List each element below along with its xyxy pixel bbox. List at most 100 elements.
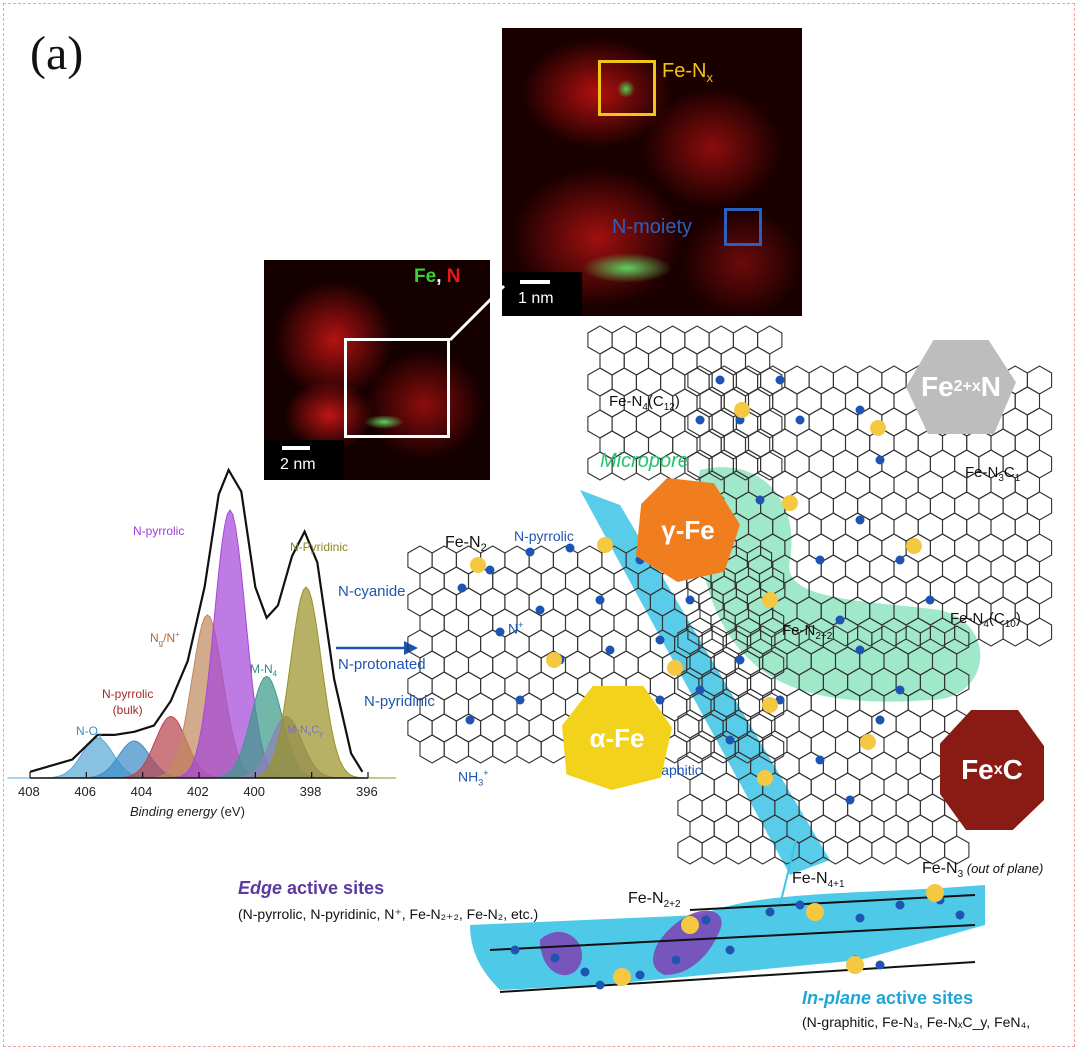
lattice-hex xyxy=(893,428,919,458)
label-n-pyrrolic: N-pyrrolic xyxy=(514,528,574,544)
n-site-dot xyxy=(875,715,885,725)
lattice-hex xyxy=(540,608,567,638)
inplane-sites-list: (N-graphitic, Fe-N₃, Fe-NₓC_y, FeN₄, xyxy=(802,1014,1031,1030)
micropore-region xyxy=(696,467,981,702)
lattice-hex xyxy=(832,365,859,395)
lattice-hex xyxy=(966,512,992,542)
xps-tick-label: 400 xyxy=(243,784,266,799)
lattice-hex xyxy=(589,608,615,638)
lattice-hex xyxy=(990,554,1016,584)
lattice-hex xyxy=(504,545,530,575)
n-site-dot xyxy=(845,795,855,805)
lattice-hex xyxy=(540,566,567,596)
lattice-hex xyxy=(808,407,834,437)
lattice-hex xyxy=(941,554,968,584)
lattice-hex xyxy=(919,793,946,823)
lattice-hex xyxy=(871,793,897,823)
lattice-hex xyxy=(907,772,934,802)
lattice-hex xyxy=(732,325,759,355)
lattice-hex xyxy=(954,533,980,563)
lattice-hex xyxy=(431,629,457,659)
bottom-n-dot xyxy=(635,970,645,980)
bottom-n-dot xyxy=(510,945,520,955)
lattice-hex xyxy=(1014,386,1041,416)
sheet-line-1 xyxy=(489,924,976,951)
n-site-dot xyxy=(605,645,615,655)
lattice-hex xyxy=(847,709,873,739)
lattice-hex xyxy=(516,566,542,596)
lattice-hex xyxy=(455,671,482,701)
element-legend: Fe, N xyxy=(414,266,461,287)
lattice-hex xyxy=(407,587,433,617)
lattice-hex xyxy=(869,470,895,500)
scalebar-main-text: 1 nm xyxy=(518,290,554,307)
fe-site-dot xyxy=(782,495,798,511)
lattice-hex xyxy=(881,365,907,395)
label-n-cyanide: N-cyanide xyxy=(338,583,406,600)
lattice-hex xyxy=(834,730,861,760)
lattice-hex xyxy=(577,545,603,575)
lattice-hex xyxy=(832,491,859,521)
lattice-hex xyxy=(820,512,847,542)
lattice-hex xyxy=(1002,575,1028,605)
peak-label-mnxcy: M-NxCy xyxy=(287,724,323,739)
lattice-hex xyxy=(613,650,639,680)
lattice-hex xyxy=(431,587,457,617)
lattice-hex xyxy=(672,346,698,376)
xps-chart xyxy=(7,467,418,779)
n-site-dot xyxy=(457,583,467,593)
lattice-hex xyxy=(443,692,470,722)
lattice-hex xyxy=(660,367,686,397)
lattice-hex xyxy=(1014,554,1041,584)
lattice-hex xyxy=(467,608,494,638)
fe-site-dot xyxy=(667,660,683,676)
lattice-hex xyxy=(929,449,956,479)
peak-label-ng: Ng/N+ xyxy=(150,630,180,648)
n-site-dot xyxy=(755,495,765,505)
lattice-hex xyxy=(587,325,613,355)
lattice-hex xyxy=(677,835,703,865)
lattice-hex xyxy=(772,428,798,458)
n-site-dot xyxy=(735,655,745,665)
lattice-hex xyxy=(941,512,968,542)
lattice-hex xyxy=(808,365,834,395)
edge-sites-title: Edge active sites xyxy=(238,878,385,898)
bottom-n-dot xyxy=(855,913,865,923)
lattice-hex xyxy=(774,709,800,739)
lattice-hex xyxy=(480,713,506,743)
lattice-hex xyxy=(808,491,834,521)
lattice-hex xyxy=(528,713,554,743)
lattice-hex xyxy=(1014,428,1041,458)
lattice-hex xyxy=(455,587,482,617)
lattice-hex xyxy=(528,671,554,701)
lattice-hex xyxy=(757,451,783,481)
n-site-dot xyxy=(695,685,705,695)
lattice-hex xyxy=(929,533,956,563)
lattice-hex xyxy=(810,730,837,760)
label-n-pyridinic: N-pyridinic xyxy=(364,693,435,710)
lattice-hex xyxy=(757,325,783,355)
bottom-fe-dot xyxy=(806,903,824,921)
bottom-fe-dot xyxy=(681,916,699,934)
lattice-hex xyxy=(844,428,871,458)
lattice-hex xyxy=(881,449,907,479)
lattice-hex xyxy=(480,587,506,617)
peak-label-npyridinic: N-Pyridinic xyxy=(290,540,349,554)
lattice-hex xyxy=(701,751,727,781)
lattice-hex xyxy=(869,386,895,416)
lattice-hex xyxy=(857,365,883,395)
lattice-hex xyxy=(611,367,637,397)
panel-label: (a) xyxy=(30,27,84,80)
label-bottom-fe-n22: Fe-N2+2 xyxy=(628,890,681,911)
zoom-connector xyxy=(448,284,506,342)
lattice-hex xyxy=(832,449,859,479)
fe-site-dot xyxy=(597,537,613,553)
lattice-hex xyxy=(798,709,824,739)
n-site-dot xyxy=(595,595,605,605)
bottom-fe-dot xyxy=(926,884,944,902)
lattice-hex xyxy=(978,491,1004,521)
n-site-dot xyxy=(655,695,665,705)
lattice-hex xyxy=(455,629,482,659)
lattice-hex xyxy=(613,608,639,638)
